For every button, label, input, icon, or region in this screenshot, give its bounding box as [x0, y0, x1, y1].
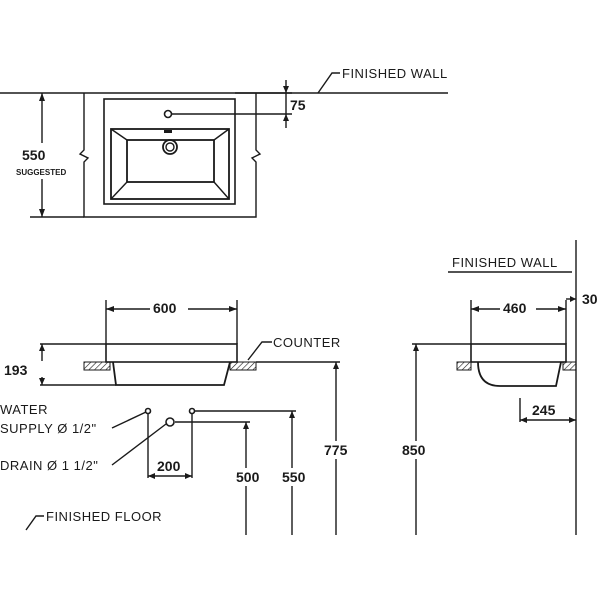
dim-500-label: 500	[236, 469, 260, 485]
basin-rim	[110, 128, 230, 200]
dim-550-top-label: 550	[22, 147, 46, 163]
dim-200-label: 200	[157, 458, 181, 474]
arrow	[39, 209, 45, 217]
bowl-corner-line	[213, 181, 230, 200]
label-bg	[232, 468, 266, 486]
arrow	[148, 473, 155, 479]
arrow	[39, 344, 45, 351]
side-counter-hatch-left	[456, 361, 472, 371]
arrow	[283, 86, 289, 93]
side-basin-slab	[470, 343, 567, 363]
arrow	[229, 306, 237, 312]
arrow	[289, 411, 295, 418]
arrow	[570, 296, 576, 302]
drain-inner	[165, 142, 175, 152]
bowl-corner-line	[110, 128, 128, 141]
arrow	[520, 417, 527, 423]
counter-hatch-left	[83, 361, 111, 371]
side-basin-bowl	[477, 361, 562, 387]
arrow	[558, 306, 566, 312]
water-supply-point	[144, 407, 152, 415]
drain-leader	[111, 423, 167, 466]
dim-245-label: 245	[532, 402, 556, 418]
label-bg	[150, 299, 188, 315]
dim-850-label: 850	[402, 442, 426, 458]
overflow-slot	[164, 130, 172, 133]
drain-label: DRAIN Ø 1 1/2"	[0, 458, 98, 473]
water-supply-size-label: SUPPLY Ø 1/2"	[0, 421, 97, 436]
suggested-label: SUGGESTED	[16, 168, 66, 177]
dim-550-front-label: 550	[282, 469, 306, 485]
label-bg	[500, 299, 536, 315]
dim-460-label: 460	[503, 300, 527, 316]
finished-floor-leader	[25, 515, 44, 531]
water-supply-point	[188, 407, 196, 415]
arrow	[471, 306, 479, 312]
label-bg	[2, 143, 72, 179]
label-bg	[400, 441, 434, 459]
label-bg	[322, 441, 356, 459]
arrow	[333, 362, 339, 369]
arrow	[569, 417, 576, 423]
counter-top-outline	[78, 93, 262, 218]
side-counter-hatch-right	[562, 361, 577, 371]
basin-bowl-front	[112, 361, 231, 386]
label-bg	[2, 361, 58, 377]
tap-hole	[163, 109, 173, 119]
arrow	[243, 422, 249, 429]
dim-775-label: 775	[324, 442, 348, 458]
arrow	[283, 114, 289, 121]
dim-193-label: 193	[4, 362, 28, 378]
water-supply-label: WATER	[0, 402, 48, 417]
basin-top-slab	[105, 343, 238, 363]
arrow	[185, 473, 192, 479]
side-view: FINISHED WALL 460 30 245 850	[400, 240, 598, 535]
label-bg	[278, 468, 312, 486]
arrow	[39, 378, 45, 385]
arrow	[39, 93, 45, 101]
top-view: FINISHED WALL 75 550 SU	[0, 66, 448, 218]
side-finished-wall-label: FINISHED WALL	[452, 255, 558, 270]
counter-label: COUNTER	[273, 335, 341, 350]
finished-wall-leader	[317, 72, 340, 94]
counter-hatch-right	[229, 361, 257, 371]
arrow	[413, 344, 419, 351]
finished-wall-label: FINISHED WALL	[342, 66, 448, 81]
bowl-corner-line	[213, 128, 230, 141]
bowl-corner-line	[110, 181, 128, 200]
dim-30-label: 30	[582, 291, 598, 307]
dim-75-label: 75	[290, 97, 306, 113]
water-supply-leader	[111, 411, 147, 429]
arrow	[106, 306, 114, 312]
drain-outer	[162, 139, 178, 155]
drain-point	[165, 417, 175, 427]
dim-600-label: 600	[153, 300, 177, 316]
front-view: 600 COUNTER 193 WATER SUPPLY Ø 1/2" DRAI…	[0, 299, 356, 535]
counter-leader	[247, 341, 272, 361]
finished-floor-label: FINISHED FLOOR	[46, 509, 162, 524]
